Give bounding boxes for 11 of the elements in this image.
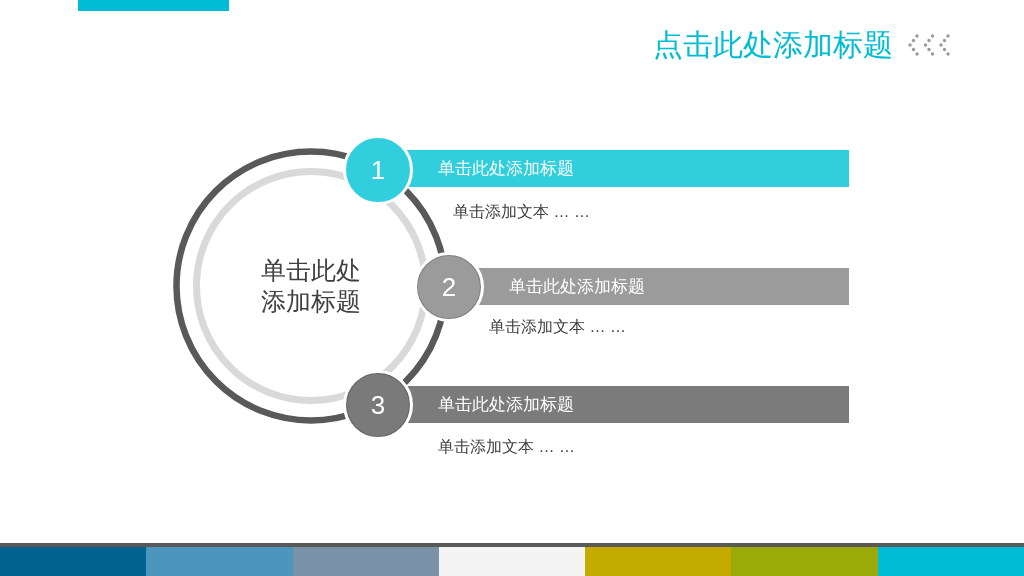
- body-text: 单击添加文本 … …: [453, 202, 590, 222]
- body-text: 单击添加文本 … …: [438, 437, 575, 457]
- body-text: 单击添加文本 … …: [489, 317, 626, 337]
- center-title: 单击此处添加标题: [260, 255, 362, 317]
- title-bar: 单击此处添加标题: [405, 386, 849, 423]
- number-circle: 3: [343, 370, 413, 440]
- title-bar: 单击此处添加标题: [405, 150, 849, 187]
- number-circle: 2: [414, 252, 484, 322]
- title-bar: 单击此处添加标题: [478, 268, 849, 305]
- number-circle: 1: [343, 135, 413, 205]
- slide-title: 点击此处添加标题: [653, 27, 893, 63]
